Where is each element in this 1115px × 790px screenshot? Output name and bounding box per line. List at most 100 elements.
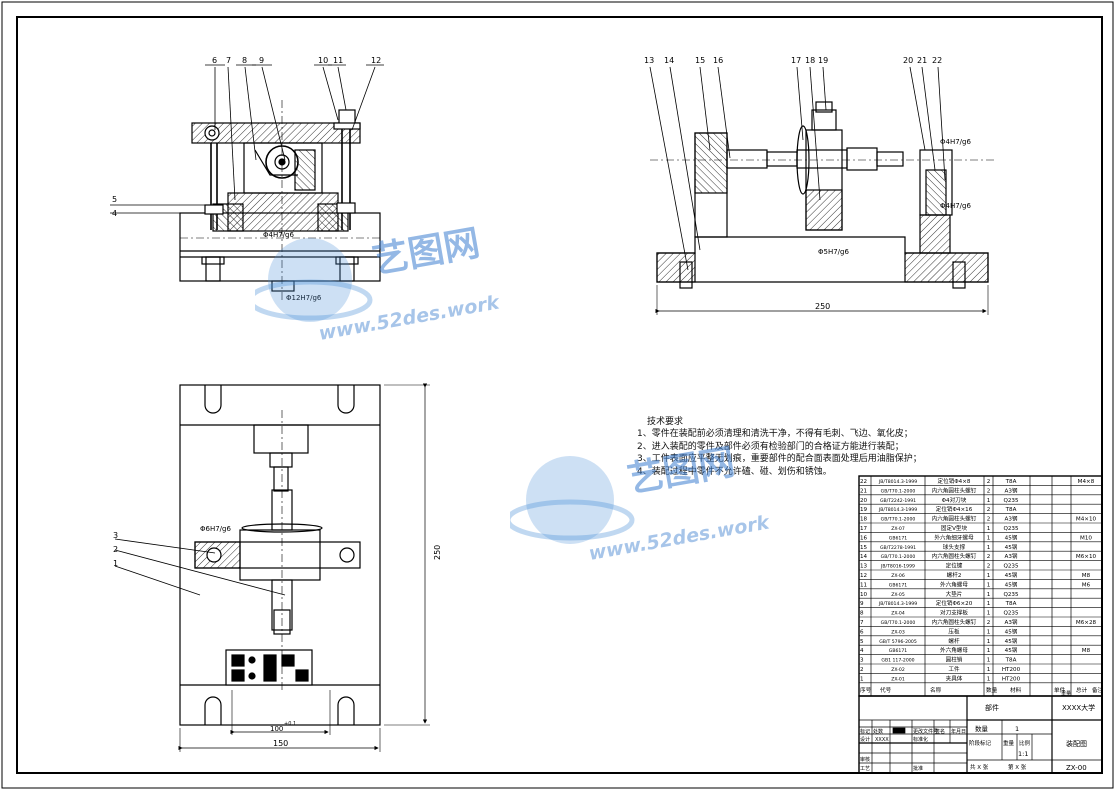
bom-cell-mat: 45钢: [1005, 627, 1018, 635]
bom-cell-qty: 2: [987, 479, 991, 485]
bom-cell-name: 内六角圆柱头螺钉: [932, 515, 977, 523]
bom-cell-qty: 1: [987, 648, 991, 654]
bom-cell-mat: A3钢: [1005, 552, 1018, 560]
bom-cell-qty: 1: [987, 611, 991, 617]
bom-cell-qty: 2: [987, 620, 991, 626]
bom-cell-no: 9: [860, 601, 864, 607]
bom-cell-qty: 2: [987, 554, 991, 560]
top-view: [178, 383, 430, 752]
balloon-2: 2: [113, 545, 118, 554]
bom-cell-code: ZX-02: [891, 667, 905, 673]
bom-cell-qty: 1: [987, 573, 991, 579]
balloons-top: 3 2 1 Φ6H7/g6 150 100 +0.1 250: [113, 525, 442, 748]
bom-cell-qty: 1: [987, 592, 991, 598]
tech-title: 技术要求: [647, 417, 684, 427]
balloon-20: 20: [903, 56, 913, 65]
title-design-label: 设计: [860, 736, 870, 743]
balloons-front: 6 7 8 9 10 11 12 5 4 Φ4H7/g6 Φ12H7/g6: [112, 56, 381, 302]
bom-cell-name: 固定V型块: [941, 524, 968, 532]
bom-cell-mat: 45钢: [1005, 580, 1018, 588]
dim-fit-5h7: Φ5H7/g6: [818, 248, 849, 256]
bom-cell-mat: T8A: [1005, 601, 1017, 607]
bom-cell-no: 18: [860, 517, 868, 523]
title-weight-label: 重量: [1003, 739, 1015, 747]
bom-cell-name: Φ4对刀块: [942, 496, 967, 504]
bom-cell-qty: 2: [987, 517, 991, 523]
bom-header-no: 序号: [860, 686, 872, 694]
bom-cell-note: M4×8: [1078, 479, 1095, 485]
bom-cell-qty: 1: [987, 526, 991, 532]
bom-cell-no: 3: [860, 658, 864, 664]
bom-cell-qty: 1: [987, 498, 991, 504]
balloon-16: 16: [713, 56, 723, 65]
balloon-11: 11: [333, 56, 343, 65]
balloon-19: 19: [818, 56, 828, 65]
dim-250-horizontal: 250: [815, 302, 830, 311]
bom-cell-code: JB/T8014.3-1999: [878, 601, 917, 607]
bom-header-name: 名称: [930, 686, 942, 694]
balloon-9: 9: [259, 56, 264, 65]
bom-cell-no: 16: [860, 535, 868, 541]
bom-cell-code: GB6171: [889, 648, 907, 654]
balloon-10: 10: [318, 56, 328, 65]
bom-cell-mat: A3钢: [1005, 486, 1018, 494]
side-view: [650, 101, 995, 315]
dim-fit-4h7-right-b: Φ4H7/g6: [940, 202, 971, 210]
bom-cell-qty: 2: [987, 488, 991, 494]
bom-cell-name: 外六角螺母: [940, 580, 968, 588]
bom-cell-no: 7: [860, 620, 864, 626]
bom-header-code: 代号: [880, 686, 892, 694]
bom-cell-no: 19: [860, 507, 868, 513]
bom-cell-name: 对刀支撑板: [940, 609, 968, 617]
balloon-8: 8: [242, 56, 247, 65]
bom-cell-mat: 45钢: [1005, 533, 1018, 541]
bom-header-weight: 重量: [1061, 690, 1071, 697]
balloon-5: 5: [112, 195, 117, 204]
bom-cell-qty: 2: [987, 507, 991, 513]
balloons-side: 13 14 15 16 17 18 19 20 21 22 Φ4H7/g6 Φ4…: [644, 56, 971, 311]
bom-cell-name: 工件: [948, 665, 960, 673]
bom-cell-no: 1: [860, 676, 864, 682]
title-approve-label: 批准: [913, 765, 923, 772]
title-sheet-count: 共 X 张: [970, 763, 989, 771]
dim-100: 100: [270, 725, 283, 733]
bom-cell-code: GB6171: [889, 582, 907, 588]
bom-cell-mat: HT200: [1002, 676, 1021, 682]
bom-cell-name: 夹具体: [946, 674, 963, 682]
bom-cell-name: 定位键: [946, 562, 963, 570]
bom-cell-qty: 1: [987, 582, 991, 588]
title-scale: 1:1: [1018, 750, 1028, 758]
tech-line-2: 2、进入装配的零件及部件必须有检验部门的合格证方能进行装配；: [637, 441, 904, 452]
bom-cell-no: 12: [860, 573, 867, 579]
bom-cell-no: 14: [860, 554, 868, 560]
balloon-7: 7: [226, 56, 231, 65]
bom-cell-no: 21: [860, 488, 868, 494]
bom-cell-code: ZX-04: [891, 611, 905, 617]
balloon-3: 3: [113, 531, 118, 540]
leader-lines-side: [649, 66, 946, 271]
dim-fit-4h7: Φ4H7/g6: [263, 231, 294, 239]
bom-cell-note: M10: [1080, 535, 1092, 541]
balloon-4: 4: [112, 209, 117, 218]
bom-cell-no: 2: [860, 667, 864, 673]
bom-cell-name: 螺杆: [948, 637, 960, 645]
bom-cell-code: GB/T70.1-2000: [881, 488, 916, 494]
bom-cell-no: 17: [860, 526, 868, 532]
bom-cell-no: 15: [860, 545, 868, 551]
bom-cell-name: 内六角圆柱头螺钉: [932, 618, 977, 626]
tech-line-3: 3、工件表面应平整无划痕，重要部件的配合面表面处理后用油脂保护；: [637, 454, 922, 465]
balloon-21: 21: [917, 56, 927, 65]
bom-cell-mat: T8A: [1005, 507, 1017, 513]
bom-cell-note: M6×28: [1076, 620, 1097, 626]
title-drawing-name: 装配图: [1066, 739, 1087, 748]
bom-cell-qty: 1: [987, 629, 991, 635]
bom-cell-code: GB6171: [889, 535, 907, 541]
balloon-6: 6: [212, 56, 217, 65]
bom-cell-mat: 45钢: [1005, 571, 1018, 579]
bom-cell-code: GB/T2278-1991: [880, 545, 916, 551]
dim-150: 150: [273, 739, 288, 748]
bom-cell-name: 大垫片: [946, 590, 963, 598]
bom-cell-code: GB1 117-2000: [881, 658, 914, 664]
